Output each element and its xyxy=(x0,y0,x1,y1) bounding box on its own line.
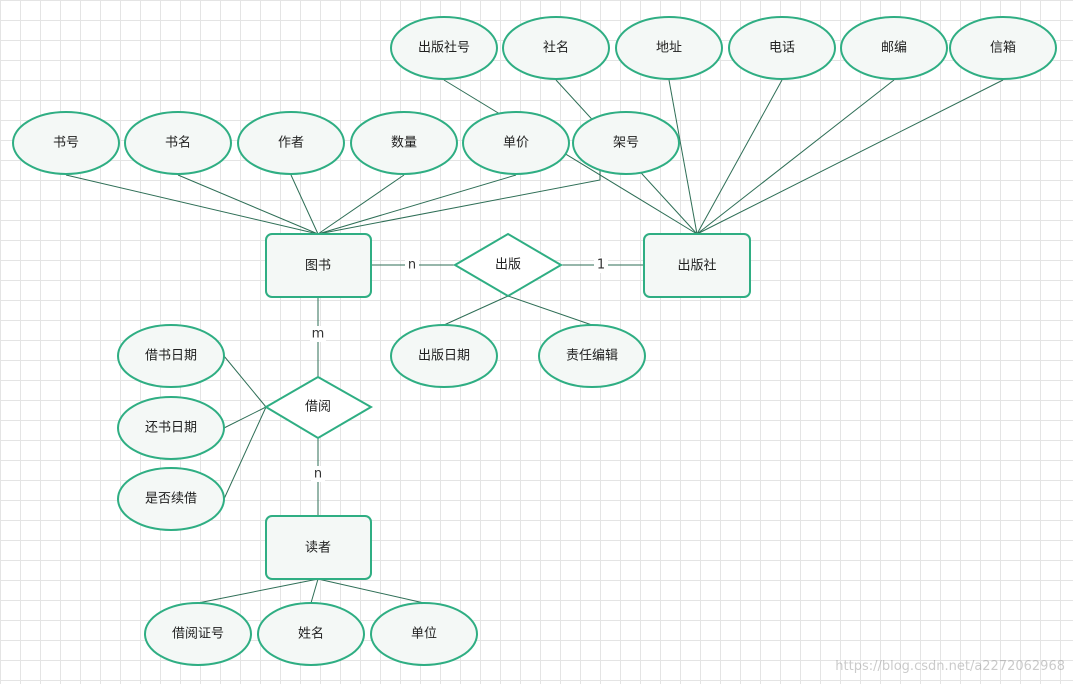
attribute-book-title[interactable]: 书名 xyxy=(124,111,232,175)
attribute-book-shelf[interactable]: 架号 xyxy=(572,111,680,175)
edge-pub-attr-4 xyxy=(696,79,783,235)
entity-reader[interactable]: 读者 xyxy=(265,515,372,580)
svg-text:出版社: 出版社 xyxy=(677,258,716,274)
edge-book-attr-1 xyxy=(65,174,319,235)
edge-pub-attr-5 xyxy=(696,79,895,235)
svg-text:借阅证号: 借阅证号 xyxy=(172,627,224,642)
svg-text:单位: 单位 xyxy=(411,627,437,642)
svg-text:书名: 书名 xyxy=(165,135,191,151)
cardinality-book-borrow: m xyxy=(312,327,325,342)
relationship-borrow[interactable]: 借阅 xyxy=(264,375,374,440)
attribute-publisher-phone[interactable]: 电话 xyxy=(728,16,836,80)
svg-text:借书日期: 借书日期 xyxy=(145,349,197,364)
edge-book-attr-2 xyxy=(177,174,319,235)
svg-text:社名: 社名 xyxy=(543,40,569,56)
edge-borrow-attr-1 xyxy=(223,355,267,408)
svg-text:书号: 书号 xyxy=(53,136,79,151)
edge-book-attr-6 xyxy=(317,170,601,235)
attribute-reader-unit[interactable]: 单位 xyxy=(370,602,478,666)
entity-book[interactable]: 图书 xyxy=(265,233,372,298)
entity-publisher[interactable]: 出版社 xyxy=(643,233,751,298)
edge-book-attr-5 xyxy=(317,174,517,235)
svg-text:出版社号: 出版社号 xyxy=(418,40,470,56)
relationship-publish[interactable]: 出版 xyxy=(453,232,563,298)
svg-text:责任编辑: 责任编辑 xyxy=(566,349,618,364)
svg-text:出版: 出版 xyxy=(495,258,521,273)
edge-publish-attr-2 xyxy=(507,295,593,326)
svg-text:信箱: 信箱 xyxy=(990,40,1016,56)
edge-reader-attr-1 xyxy=(197,578,319,604)
attribute-publisher-address[interactable]: 地址 xyxy=(615,16,723,80)
edge-reader-attr-2 xyxy=(310,578,319,604)
edge-pub-attr-3 xyxy=(668,79,698,235)
attribute-book-quantity[interactable]: 数量 xyxy=(350,111,458,175)
attribute-card-no[interactable]: 借阅证号 xyxy=(144,602,252,666)
svg-text:借阅: 借阅 xyxy=(305,400,331,415)
svg-text:是否续借: 是否续借 xyxy=(145,492,197,507)
svg-text:读者: 读者 xyxy=(305,541,331,556)
attribute-publish-editor[interactable]: 责任编辑 xyxy=(538,324,646,388)
attribute-publisher-no[interactable]: 出版社号 xyxy=(390,16,498,80)
attribute-publish-date[interactable]: 出版日期 xyxy=(390,324,498,388)
attribute-renewed[interactable]: 是否续借 xyxy=(117,467,225,531)
svg-text:地址: 地址 xyxy=(656,41,682,56)
attribute-publisher-postcode[interactable]: 邮编 xyxy=(840,16,948,80)
edge-pub-attr-1 xyxy=(443,79,698,235)
cardinality-borrow-reader: n xyxy=(314,467,322,482)
edge-borrow-attr-2 xyxy=(223,406,267,429)
edge-book-attr-3 xyxy=(290,174,319,235)
attribute-publisher-mailbox[interactable]: 信箱 xyxy=(949,16,1057,80)
edge-publish-attr-1 xyxy=(443,295,509,326)
cardinality-labels: n 1 m n xyxy=(310,257,608,482)
svg-text:架号: 架号 xyxy=(613,136,639,151)
cardinality-book-publish: n xyxy=(408,258,416,273)
attribute-borrow-date[interactable]: 借书日期 xyxy=(117,324,225,388)
attribute-reader-name[interactable]: 姓名 xyxy=(257,602,365,666)
svg-text:出版日期: 出版日期 xyxy=(418,349,470,364)
watermark: https://blog.csdn.net/a2272062968 xyxy=(835,659,1065,674)
edge-borrow-attr-3 xyxy=(223,406,267,500)
edge-reader-attr-3 xyxy=(317,578,425,604)
attribute-book-price[interactable]: 单价 xyxy=(462,111,570,175)
attribute-book-no[interactable]: 书号 xyxy=(12,111,120,175)
svg-text:邮编: 邮编 xyxy=(881,41,907,56)
svg-text:数量: 数量 xyxy=(391,136,417,151)
cardinality-publish-publisher: 1 xyxy=(597,258,605,273)
svg-text:电话: 电话 xyxy=(769,41,795,56)
svg-text:姓名: 姓名 xyxy=(298,626,324,642)
svg-text:图书: 图书 xyxy=(305,259,331,274)
svg-text:还书日期: 还书日期 xyxy=(145,421,197,436)
edge-pub-attr-6 xyxy=(696,79,1004,235)
edge-book-attr-4 xyxy=(317,174,405,235)
svg-text:作者: 作者 xyxy=(278,136,304,151)
attribute-book-author[interactable]: 作者 xyxy=(237,111,345,175)
attribute-publisher-name[interactable]: 社名 xyxy=(502,16,610,80)
attribute-return-date[interactable]: 还书日期 xyxy=(117,396,225,460)
svg-text:单价: 单价 xyxy=(503,136,529,151)
